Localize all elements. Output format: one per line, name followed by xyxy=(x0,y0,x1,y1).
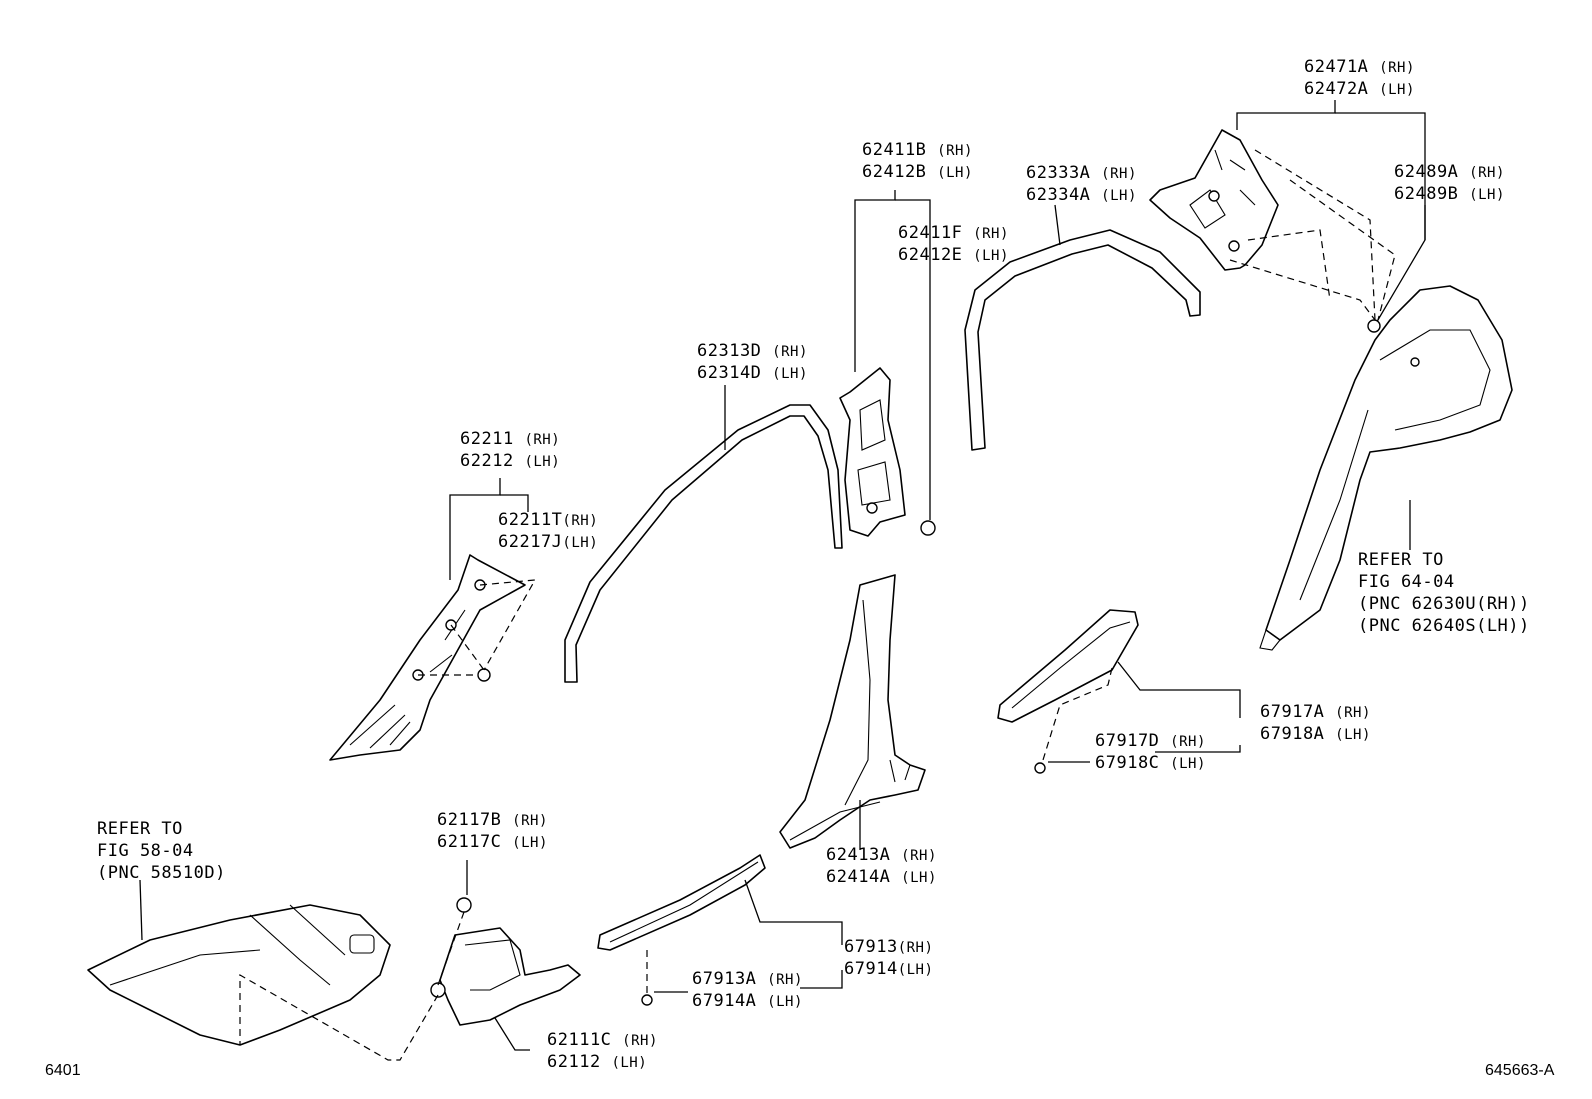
svg-text:62414A (LH): 62414A (LH) xyxy=(826,867,937,887)
callout-62411B[interactable]: 62411B (RH) 62412B (LH) xyxy=(862,140,973,182)
part-front-pillar-lower-garnish[interactable] xyxy=(329,554,526,761)
svg-text:67913(RH): 67913(RH) xyxy=(844,937,933,957)
svg-text:67917A (RH): 67917A (RH) xyxy=(1260,702,1371,722)
svg-text:67918A (LH): 67918A (LH) xyxy=(1260,724,1371,744)
svg-text:62117B (RH): 62117B (RH) xyxy=(437,810,548,830)
refer-note-fig-58-04[interactable]: REFER TO FIG 58-04 (PNC 58510D) xyxy=(97,819,226,883)
part-roof-rail-trim[interactable] xyxy=(964,229,1201,451)
callout-62333A[interactable]: 62333A (RH) 62334A (LH) xyxy=(1026,163,1137,205)
svg-text:67913A (RH): 67913A (RH) xyxy=(692,969,803,989)
svg-text:67914A (LH): 67914A (LH) xyxy=(692,991,803,1011)
callout-62111C[interactable]: 62111C (RH) 62112 (LH) xyxy=(547,1030,658,1072)
callout-62211[interactable]: 62211 (RH) 62212 (LH) xyxy=(460,429,560,471)
svg-text:(PNC 58510D): (PNC 58510D) xyxy=(97,863,226,883)
svg-text:62413A (RH): 62413A (RH) xyxy=(826,845,937,865)
svg-text:62472A (LH): 62472A (LH) xyxy=(1304,79,1415,99)
svg-text:FIG 64-04: FIG 64-04 xyxy=(1358,572,1455,592)
svg-text:62211T(RH): 62211T(RH) xyxy=(498,510,598,530)
part-front-scuff-plate[interactable] xyxy=(597,854,766,1006)
callout-67913A[interactable]: 67913A (RH) 67914A (LH) xyxy=(692,969,803,1011)
svg-text:67914(LH): 67914(LH) xyxy=(844,959,933,979)
callout-67913[interactable]: 67913(RH) 67914(LH) xyxy=(844,937,933,979)
svg-text:62314D (LH): 62314D (LH) xyxy=(697,363,808,383)
svg-text:62333A (RH): 62333A (RH) xyxy=(1026,163,1137,183)
part-floor-carpet[interactable] xyxy=(87,904,391,1046)
callout-62117B[interactable]: 62117B (RH) 62117C (LH) xyxy=(437,810,548,852)
part-rear-scuff-plate[interactable] xyxy=(997,609,1139,774)
svg-text:62471A (RH): 62471A (RH) xyxy=(1304,57,1415,77)
svg-text:62211 (RH): 62211 (RH) xyxy=(460,429,560,449)
part-front-pillar-garnish[interactable] xyxy=(564,404,843,683)
svg-text:REFER TO: REFER TO xyxy=(1358,550,1444,570)
leader-lines xyxy=(139,100,1426,1051)
callout-62313D[interactable]: 62313D (RH) 62314D (LH) xyxy=(697,341,808,383)
refer-note-fig-64-04[interactable]: REFER TO FIG 64-04 (PNC 62630U(RH)) (PNC… xyxy=(1358,550,1530,636)
svg-text:62111C (RH): 62111C (RH) xyxy=(547,1030,658,1050)
svg-text:62117C (LH): 62117C (LH) xyxy=(437,832,548,852)
callout-62211T[interactable]: 62211T(RH) 62217J(LH) xyxy=(498,510,598,552)
svg-text:62212 (LH): 62212 (LH) xyxy=(460,451,560,471)
dashed-assembly-lines xyxy=(239,149,1396,1061)
diagram-code-right: 645663-A xyxy=(1485,1062,1555,1079)
svg-text:67918C (LH): 67918C (LH) xyxy=(1095,753,1206,773)
svg-text:67917D (RH): 67917D (RH) xyxy=(1095,731,1206,751)
callout-67917D[interactable]: 67917D (RH) 67918C (LH) xyxy=(1095,731,1206,773)
svg-text:62217J(LH): 62217J(LH) xyxy=(498,532,598,552)
svg-text:62489A (RH): 62489A (RH) xyxy=(1394,162,1505,182)
svg-text:REFER TO: REFER TO xyxy=(97,819,183,839)
part-rear-pillar-upper-trim[interactable] xyxy=(1149,129,1279,271)
callout-62489A[interactable]: 62489A (RH) 62489B (LH) xyxy=(1394,162,1505,204)
svg-text:62334A (LH): 62334A (LH) xyxy=(1026,185,1137,205)
svg-text:62411B (RH): 62411B (RH) xyxy=(862,140,973,160)
callout-62471A[interactable]: 62471A (RH) 62472A (LH) xyxy=(1304,57,1415,99)
svg-text:62411F (RH): 62411F (RH) xyxy=(898,223,1009,243)
svg-text:62412B (LH): 62412B (LH) xyxy=(862,162,973,182)
part-center-pillar-upper-trim[interactable] xyxy=(839,367,936,537)
part-quarter-trim-panel[interactable] xyxy=(1259,285,1513,651)
callout-67917A[interactable]: 67917A (RH) 67918A (LH) xyxy=(1260,702,1371,744)
svg-text:(PNC 62630U(RH)): (PNC 62630U(RH)) xyxy=(1358,594,1530,614)
part-cowl-side-trim[interactable] xyxy=(430,897,581,1026)
page-code-left: 6401 xyxy=(45,1062,81,1079)
svg-text:FIG 58-04: FIG 58-04 xyxy=(97,841,194,861)
part-center-pillar-lower-garnish[interactable] xyxy=(779,574,926,849)
callout-62413A[interactable]: 62413A (RH) 62414A (LH) xyxy=(826,845,937,887)
svg-text:(PNC 62640S(LH)): (PNC 62640S(LH)) xyxy=(1358,616,1530,636)
svg-text:62412E (LH): 62412E (LH) xyxy=(898,245,1009,265)
svg-text:62313D (RH): 62313D (RH) xyxy=(697,341,808,361)
svg-text:62112 (LH): 62112 (LH) xyxy=(547,1052,647,1072)
svg-text:62489B (LH): 62489B (LH) xyxy=(1394,184,1505,204)
callout-62411F[interactable]: 62411F (RH) 62412E (LH) xyxy=(898,223,1009,265)
